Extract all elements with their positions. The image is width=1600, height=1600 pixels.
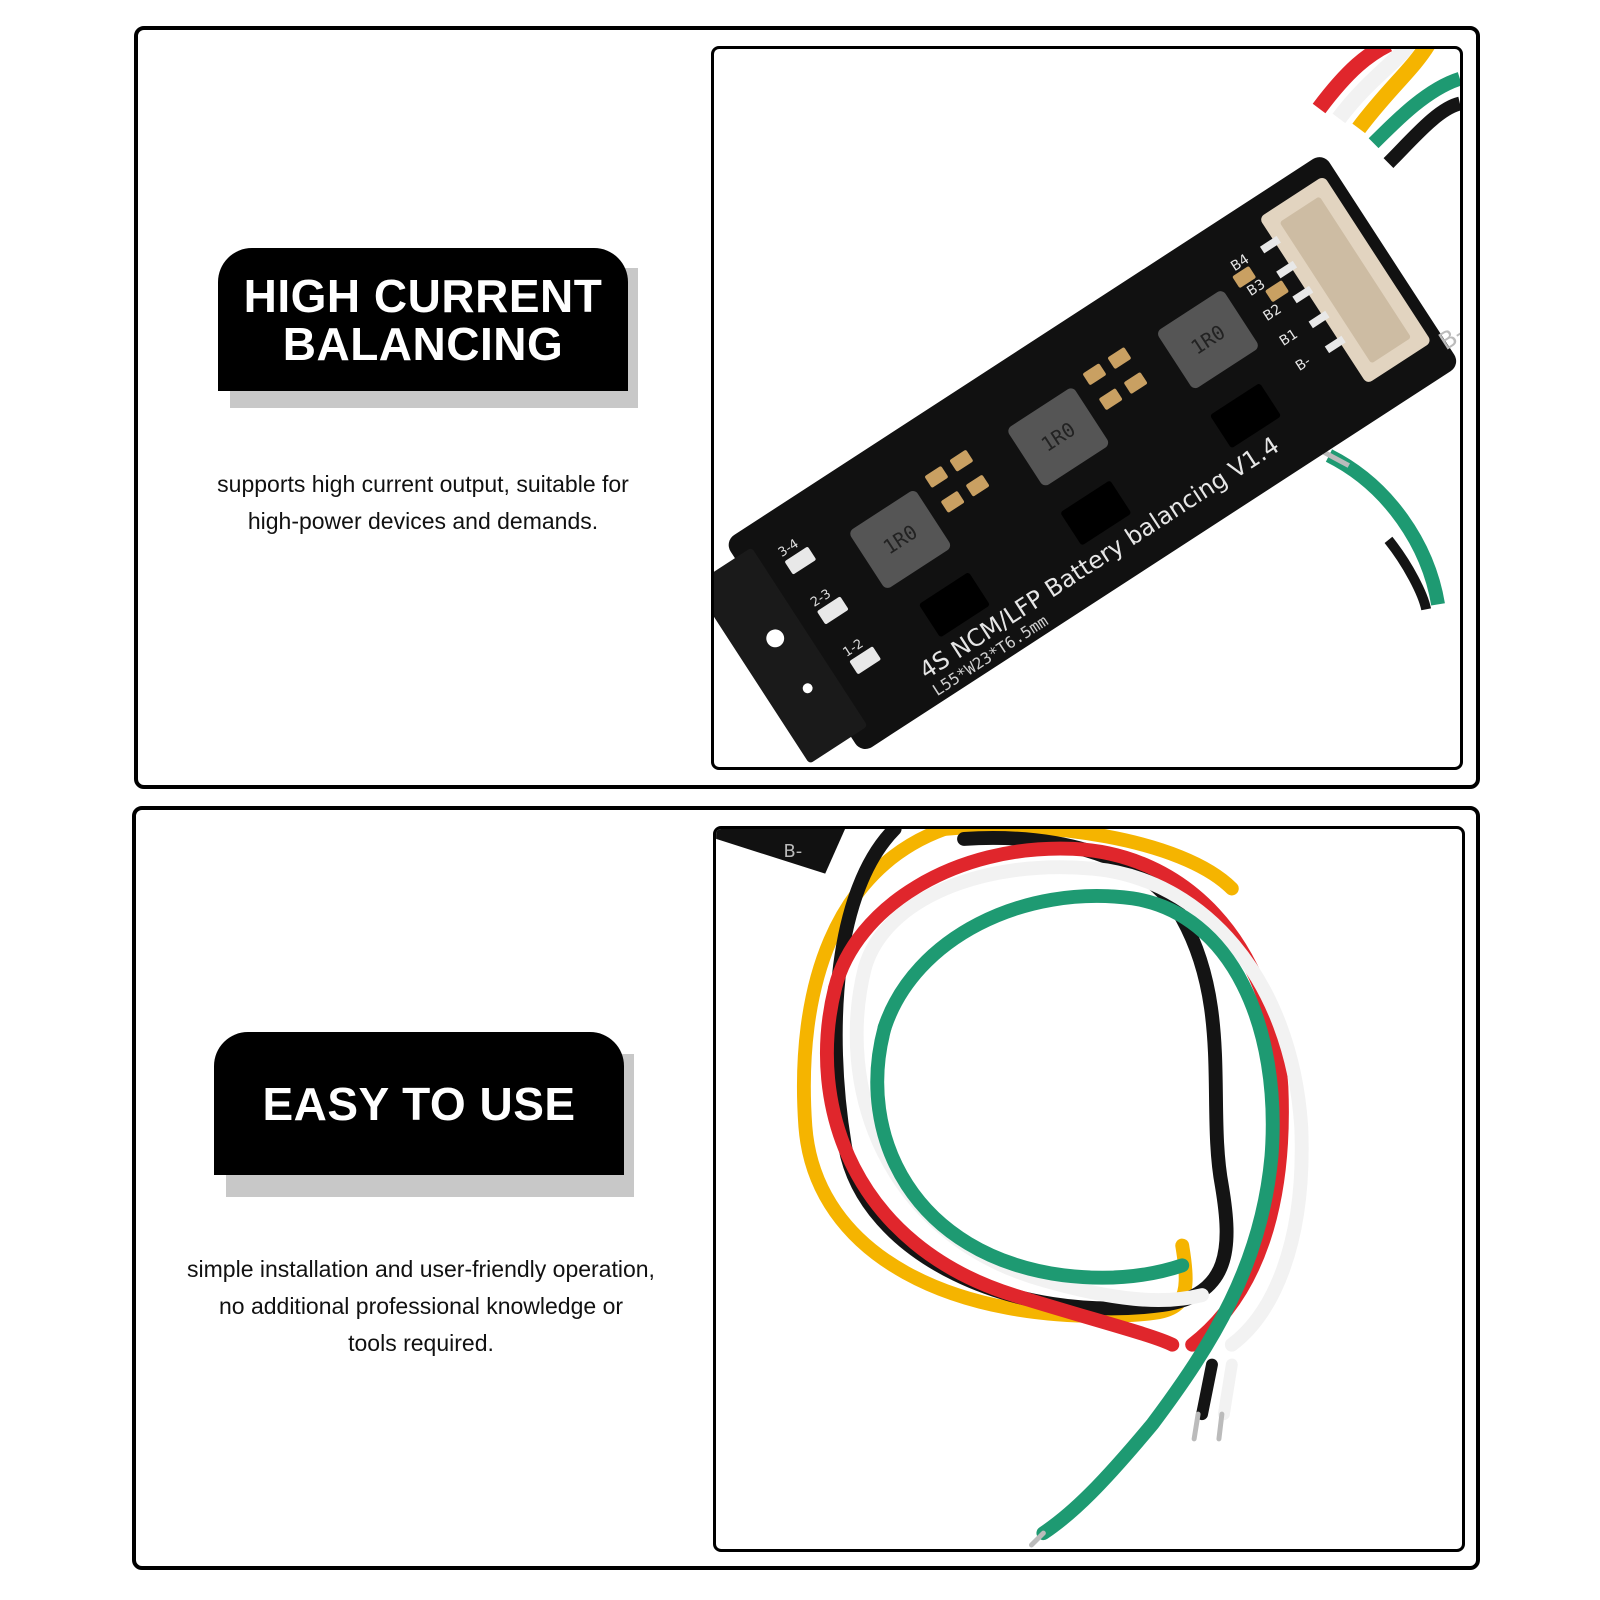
title-text: EASY TO USE <box>262 1077 576 1130</box>
title-badge: HIGH CURRENT BALANCING <box>218 248 628 391</box>
inductor-group: 1R0 1R0 1R0 <box>850 291 1258 588</box>
description-line-3: tools required. <box>348 1330 494 1356</box>
red-wire <box>828 841 1289 1352</box>
green-wire <box>877 889 1280 1541</box>
white-wire <box>857 860 1309 1352</box>
feature-panel-easy-to-use: EASY TO USE simple installation and user… <box>132 806 1480 1570</box>
title-badge: EASY TO USE <box>214 1032 624 1175</box>
board-corner: B- <box>716 829 846 874</box>
title-line-1: HIGH CURRENT <box>243 269 603 322</box>
feature-description: supports high current output, suitable f… <box>168 466 678 540</box>
edge-label: B- <box>784 841 803 862</box>
description-line-2: no additional professional knowledge or <box>218 1293 624 1319</box>
wires-illustration: B- <box>716 829 1309 1548</box>
title-line-2: BALANCING <box>282 317 564 370</box>
board-illustration: 1R0 1R0 1R0 <box>714 49 1460 763</box>
wire-loops <box>796 829 1309 1548</box>
description-line-1: supports high current output, suitable f… <box>217 471 629 497</box>
pcb-board: 1R0 1R0 1R0 <box>714 157 1460 763</box>
loose-green-wire <box>1319 448 1445 611</box>
connector-wires <box>1312 49 1460 168</box>
wires-photo: B- <box>713 826 1465 1552</box>
feature-panel-high-current: HIGH CURRENT BALANCING supports high cur… <box>134 26 1480 789</box>
board-photo: 1R0 1R0 1R0 <box>711 46 1463 770</box>
description-line-2: high-power devices and demands. <box>247 508 599 534</box>
black-wire <box>828 829 1234 1316</box>
feature-description: simple installation and user-friendly op… <box>156 1251 686 1362</box>
description-line-1: simple installation and user-friendly op… <box>187 1256 655 1282</box>
